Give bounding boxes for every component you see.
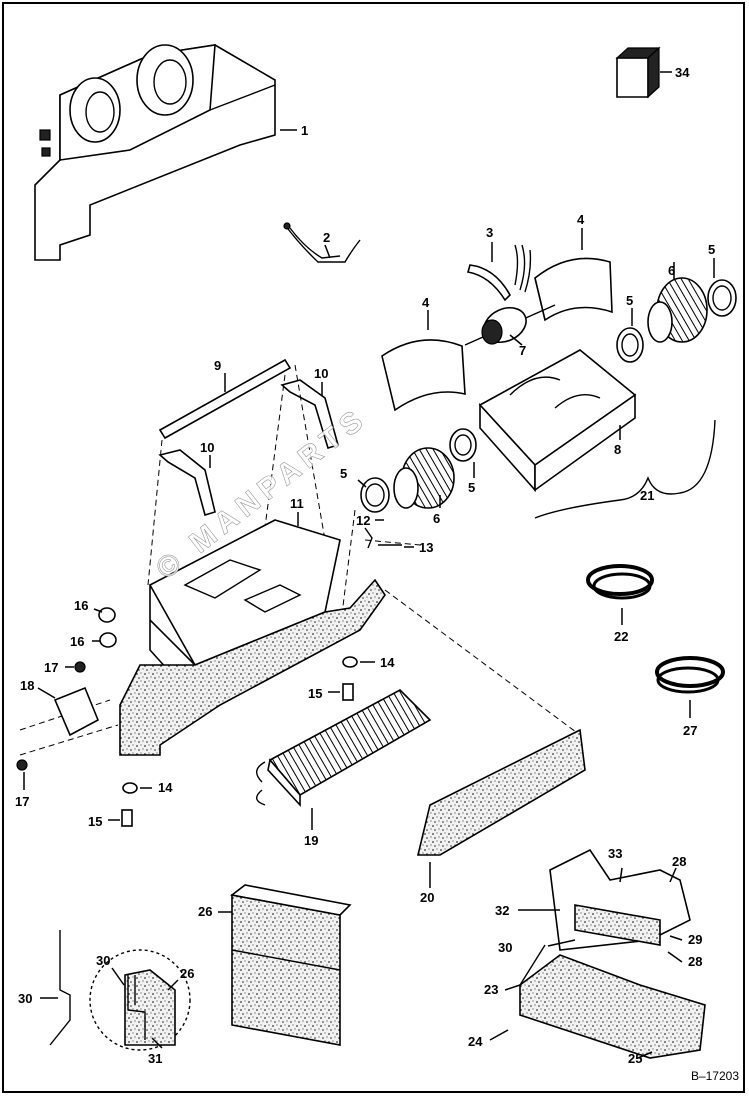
callout-6-right: 6 (668, 263, 675, 278)
callout-26-inset: 26 (180, 966, 194, 981)
hose-22 (586, 564, 654, 600)
callout-5-left: 5 (340, 466, 347, 481)
bushing-16-lower (99, 632, 117, 648)
callout-28-lower: 28 (688, 954, 702, 969)
foam-filter (230, 884, 352, 1046)
callout-19: 19 (304, 833, 318, 848)
callout-4-lower: 4 (422, 295, 430, 310)
wire-harness (283, 222, 361, 263)
callout-10-right: 10 (314, 366, 328, 381)
callout-29: 29 (688, 932, 702, 947)
callout-30-inset: 30 (96, 953, 110, 968)
clip-12 (364, 527, 373, 549)
callout-16-lower: 16 (70, 634, 84, 649)
callout-27: 27 (683, 723, 697, 738)
callout-22: 22 (614, 629, 628, 644)
callout-12: 12 (356, 513, 370, 528)
callout-33: 33 (608, 846, 622, 861)
heater-core (256, 689, 432, 808)
callout-32: 32 (495, 903, 509, 918)
callout-24: 24 (468, 1034, 483, 1049)
bearing-ring-mid (616, 327, 644, 363)
callout-14-left: 14 (158, 780, 173, 795)
callout-9: 9 (214, 358, 221, 373)
callout-4-upper: 4 (577, 212, 585, 227)
drain-tube-15-right (342, 683, 354, 701)
callout-3: 3 (486, 225, 493, 240)
detail-inset (49, 930, 191, 1051)
callout-11: 11 (290, 496, 304, 511)
callout-21: 21 (640, 488, 654, 503)
callout-28-upper: 28 (672, 854, 686, 869)
housing-half-upper (534, 257, 613, 322)
grommet-14-right (342, 656, 358, 668)
callout-26-filter: 26 (198, 904, 212, 919)
callout-23: 23 (484, 982, 498, 997)
callout-16-upper: 16 (74, 598, 88, 613)
foam-panel (416, 728, 586, 856)
assembly-brace (534, 419, 716, 519)
callout-17-lower: 17 (15, 794, 29, 809)
callout-34: 34 (675, 65, 690, 80)
callout-18: 18 (20, 678, 34, 693)
callout-20: 20 (420, 890, 434, 905)
nut-17-lower (16, 759, 28, 771)
callout-8: 8 (614, 442, 621, 457)
callout-25: 25 (628, 1051, 642, 1066)
hose-27 (655, 656, 725, 694)
nut-17-upper (74, 661, 86, 673)
callout-15-left: 15 (88, 814, 102, 829)
blower-housing-base (478, 349, 637, 493)
heater-case-insulation (119, 578, 386, 756)
blower-wheel-left (393, 447, 455, 509)
drain-tube-15-left (121, 809, 133, 827)
housing-half-lower (381, 339, 466, 412)
grommet-14-left (122, 782, 138, 794)
callout-10-left: 10 (200, 440, 214, 455)
callout-15-right: 15 (308, 686, 322, 701)
bearing-ring-center (449, 428, 477, 462)
bracket-18 (53, 686, 100, 737)
callout-14-right: 14 (380, 655, 395, 670)
blower-wheel-right (647, 277, 708, 343)
callout-5-mid: 5 (626, 293, 633, 308)
callout-6-left: 6 (433, 511, 440, 526)
bearing-ring-left (360, 477, 390, 513)
filter-block (615, 46, 661, 99)
callout-5-center: 5 (468, 480, 475, 495)
drawing-number: B–17203 (690, 1069, 739, 1083)
bushing-16-upper (98, 607, 116, 623)
callout-1: 1 (301, 123, 308, 138)
callout-7: 7 (519, 343, 526, 358)
bearing-ring-right (707, 279, 737, 317)
motor-bracket (466, 244, 532, 302)
callout-5-right: 5 (708, 242, 715, 257)
blower-assembly (34, 44, 276, 261)
seal-strip (158, 358, 292, 440)
callout-31: 31 (148, 1051, 162, 1066)
lower-duct-assembly (519, 848, 706, 1059)
seal-bent-left (158, 449, 216, 517)
callout-30-right: 30 (498, 940, 512, 955)
callout-17-upper: 17 (44, 660, 58, 675)
callout-2: 2 (323, 230, 330, 245)
blower-motor (464, 304, 556, 346)
callout-30-left: 30 (18, 991, 32, 1006)
seal-bent-right (280, 379, 339, 449)
callout-13: 13 (419, 540, 433, 555)
